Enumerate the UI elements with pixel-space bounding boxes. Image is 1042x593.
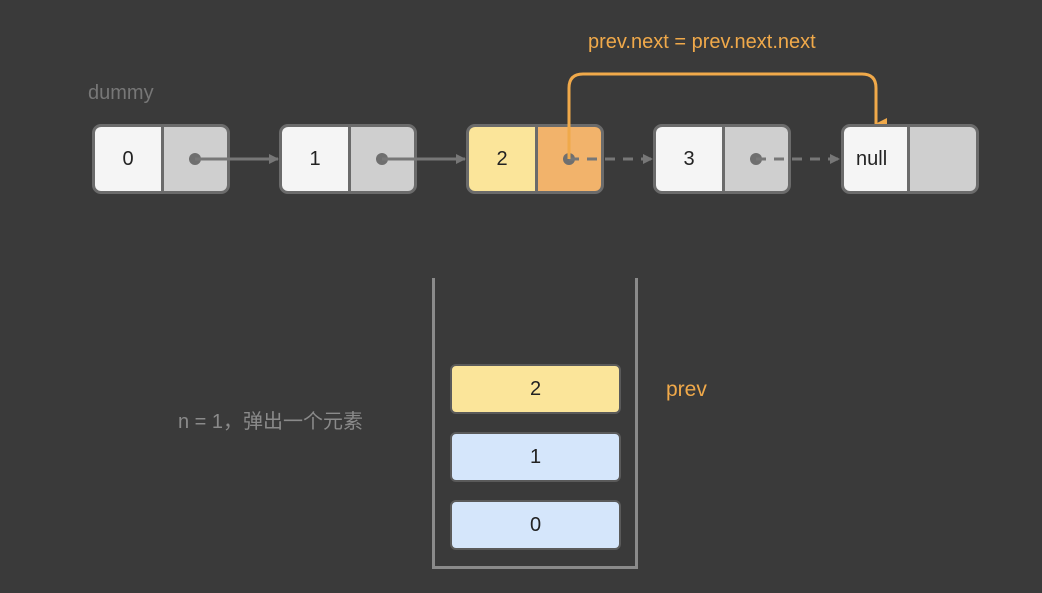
node-value: 0 [95,127,164,191]
list-node-3: 3 [653,124,791,194]
stack-item-top: 2 [450,364,621,414]
node-pointer [164,127,227,191]
list-node-1: 1 [279,124,417,194]
stack-item: 0 [450,500,621,550]
stack-container [432,278,638,569]
node-pointer [725,127,788,191]
code-label: prev.next = prev.next.next [588,31,816,53]
dummy-label: dummy [88,82,154,104]
node-value: 2 [469,127,538,191]
node-pointer [910,127,976,191]
node-value: 3 [656,127,725,191]
redirect-arrow [567,72,887,159]
list-node-2: 2 [466,124,604,194]
list-node-null: null [841,124,979,194]
node-value: null [844,127,910,191]
stack-item: 1 [450,432,621,482]
node-value: 1 [282,127,351,191]
node-pointer [351,127,414,191]
step-note: n = 1，弹出一个元素 [178,411,364,433]
node-pointer [538,127,601,191]
prev-label: prev [666,378,707,401]
list-node-0: 0 [92,124,230,194]
